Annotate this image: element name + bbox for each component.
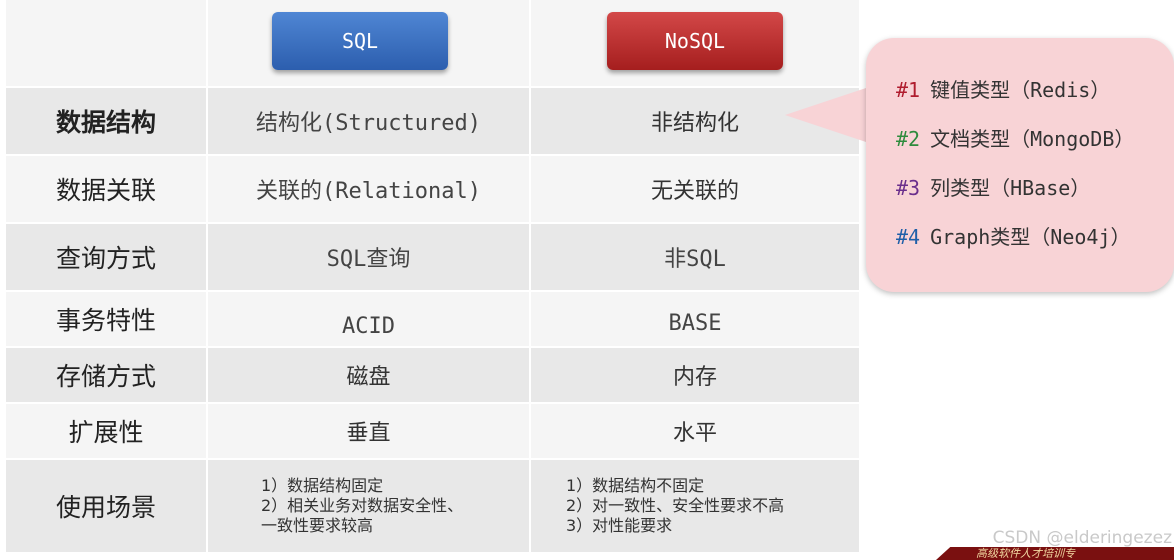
row-label-storage: 存储方式 xyxy=(6,348,208,404)
sql-data-structure: 结构化(Structured) xyxy=(208,88,531,156)
row-label-use-case: 使用场景 xyxy=(6,460,208,554)
row-label-data-structure: 数据结构 xyxy=(6,88,208,156)
nosql-transaction: BASE xyxy=(531,292,861,348)
sql-header-button: SQL xyxy=(272,12,448,70)
sql-query-method: SQL查询 xyxy=(208,224,531,292)
row-label-data-relation: 数据关联 xyxy=(6,156,208,224)
row-label-scalability: 扩展性 xyxy=(6,404,208,460)
sql-use-case-line-3: 一致性要求较高 xyxy=(261,516,374,535)
training-banner: 高级软件人才培训专 xyxy=(936,547,1174,560)
nosql-use-case: 1）数据结构不固定 2）对一致性、安全性要求不高 3）对性能要求 xyxy=(531,460,861,554)
sql-transaction: ACID xyxy=(208,292,531,348)
nosql-scalability: 水平 xyxy=(531,404,861,460)
row-label-transaction: 事务特性 xyxy=(6,292,208,348)
nosql-type-number: #4 xyxy=(896,225,921,249)
nosql-use-case-line-3: 3）对性能要求 xyxy=(566,516,673,535)
sql-use-case: 1）数据结构固定 2）相关业务对数据安全性、 一致性要求较高 xyxy=(208,460,531,554)
nosql-type-item: #1 键值类型（Redis） xyxy=(896,74,1134,123)
sql-data-relation: 关联的(Relational) xyxy=(208,156,531,224)
sql-use-case-line-1: 1）数据结构固定 xyxy=(261,476,384,495)
comparison-table: 数据结构 结构化(Structured) 非结构化 数据关联 关联的(Relat… xyxy=(6,0,861,554)
nosql-use-case-line-1: 1）数据结构不固定 xyxy=(566,476,705,495)
nosql-type-item: #4 Graph类型（Neo4j） xyxy=(896,221,1134,270)
sql-scalability: 垂直 xyxy=(208,404,531,460)
nosql-type-number: #2 xyxy=(896,127,921,151)
callout-pointer xyxy=(785,85,875,145)
nosql-type-text: 列类型（HBase） xyxy=(930,176,1091,200)
header-empty-cell xyxy=(6,0,208,88)
nosql-type-text: Graph类型（Neo4j） xyxy=(930,225,1131,249)
nosql-type-item: #2 文档类型（MongoDB） xyxy=(896,123,1134,172)
nosql-query-method: 非SQL xyxy=(531,224,861,292)
sql-use-case-line-2: 2）相关业务对数据安全性、 xyxy=(261,496,464,515)
nosql-types-list: #1 键值类型（Redis） #2 文档类型（MongoDB） #3 列类型（HBas… xyxy=(896,74,1134,270)
csdn-watermark: CSDN @elderingezez xyxy=(992,528,1172,548)
nosql-storage: 内存 xyxy=(531,348,861,404)
row-label-query-method: 查询方式 xyxy=(6,224,208,292)
sql-storage: 磁盘 xyxy=(208,348,531,404)
nosql-type-number: #3 xyxy=(896,176,921,200)
nosql-use-case-line-2: 2）对一致性、安全性要求不高 xyxy=(566,496,785,515)
nosql-type-item: #3 列类型（HBase） xyxy=(896,172,1134,221)
nosql-type-text: 文档类型（MongoDB） xyxy=(930,127,1135,151)
nosql-types-callout: #1 键值类型（Redis） #2 文档类型（MongoDB） #3 列类型（HBas… xyxy=(866,38,1174,292)
nosql-type-number: #1 xyxy=(896,78,921,102)
nosql-type-text: 键值类型（Redis） xyxy=(930,78,1111,102)
nosql-data-relation: 无关联的 xyxy=(531,156,861,224)
nosql-header-button: NoSQL xyxy=(607,12,783,70)
